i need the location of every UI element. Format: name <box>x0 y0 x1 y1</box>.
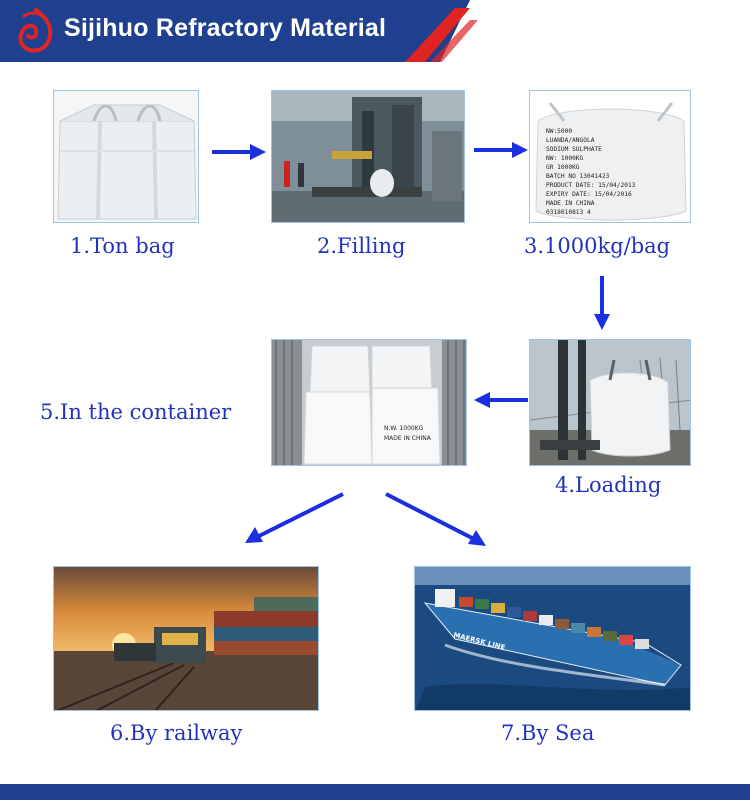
header: Sijihuo Refractory Material <box>0 0 750 62</box>
step-3-image: NW:5000 LUANDA/ANGOLA SODIUM SULPHATE NW… <box>529 90 691 223</box>
bag-print-line: MADE IN CHINA <box>546 200 595 207</box>
bag-print-line: EXPIRY DATE: 15/04/2016 <box>546 191 632 198</box>
step-1-image <box>53 90 199 223</box>
bag-print-line: PRODUCT DATE: 15/04/2013 <box>546 182 636 189</box>
brand-title: Sijihuo Refractory Material <box>64 14 387 42</box>
freight-train-photo <box>54 567 318 710</box>
step-7-label: 7.By Sea <box>501 721 595 745</box>
arrow-right-icon <box>212 144 266 160</box>
bag-print-line: SODIUM SULPHATE <box>546 146 602 153</box>
labeled-bag-photo: NW:5000 LUANDA/ANGOLA SODIUM SULPHATE NW… <box>530 91 690 222</box>
step-1-label: 1.Ton bag <box>70 234 175 258</box>
step-4-label: 4.Loading <box>555 473 662 497</box>
arrow-down-right-icon <box>385 492 486 546</box>
container-ship-photo: MAERSK LINE <box>415 567 690 710</box>
step-4-image <box>529 339 691 466</box>
bag-print-line: BATCH NO 13041423 <box>546 173 610 180</box>
white-bulk-bag-photo <box>54 91 198 222</box>
footer-bar <box>0 784 750 800</box>
step-6-image <box>53 566 319 711</box>
bag-print-line: NW:5000 <box>546 128 572 135</box>
arrow-right-icon <box>474 142 528 158</box>
step-5-image: N.W. 1000KG MADE IN CHINA <box>271 339 467 466</box>
arrow-down-icon <box>594 276 610 330</box>
forklift-loading-photo <box>530 340 690 465</box>
step-3-label: 3.1000kg/bag <box>524 234 671 258</box>
arrow-left-icon <box>474 392 528 408</box>
bag-print-line: LUANDA/ANGOLA <box>546 137 595 144</box>
step-5-label: 5.In the container <box>40 400 232 424</box>
logo-icon <box>18 8 53 53</box>
bag-print-line: 0318010813 4 <box>546 209 591 216</box>
header-banner <box>0 0 478 62</box>
arrow-down-left-icon <box>245 492 344 543</box>
bag-print-line: GR 1000KG <box>546 164 580 171</box>
step-7-image: MAERSK LINE <box>414 566 691 711</box>
step-6-label: 6.By railway <box>110 721 243 745</box>
step-2-label: 2.Filling <box>317 234 406 258</box>
container-bag-print: MADE IN CHINA <box>384 435 432 442</box>
step-2-image <box>271 90 465 223</box>
filling-station-photo <box>272 91 464 222</box>
bags-in-container-photo: N.W. 1000KG MADE IN CHINA <box>272 340 466 465</box>
container-bag-print: N.W. 1000KG <box>384 425 424 432</box>
bag-print-line: NW: 1000KG <box>546 155 584 162</box>
